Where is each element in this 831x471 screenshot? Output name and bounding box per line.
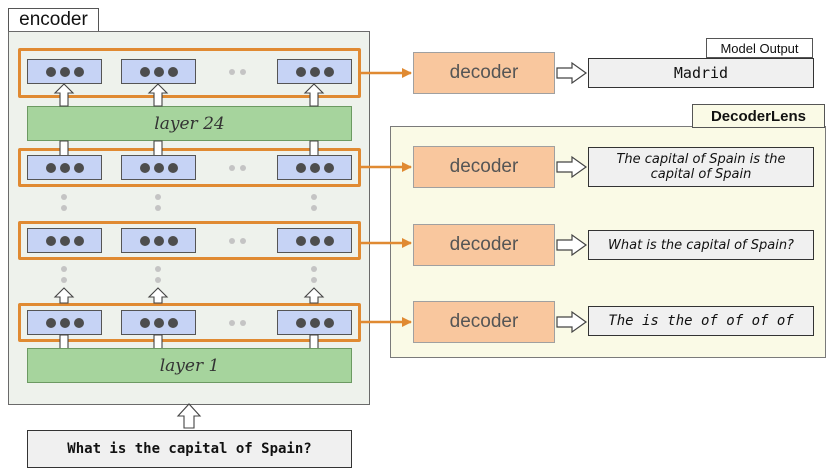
token-vector [121,155,196,180]
vertical-ellipsis [154,266,162,283]
lens-output-box-1: The capital of Spain is the capital of S… [588,147,814,187]
model-output-title: Model Output [706,38,813,58]
vertical-ellipsis [60,194,68,211]
hidden-state-row [18,221,361,260]
hidden-state-row [18,303,361,342]
vertical-ellipsis [310,194,318,211]
up-arrow [147,287,169,304]
vertical-ellipsis [60,266,68,283]
up-arrow [309,140,319,155]
ellipsis-dots [215,310,260,335]
up-arrow [303,287,325,304]
token-vector [27,59,102,84]
layer-1-block: layer 1 [27,348,352,383]
decoderlens-title: DecoderLens [692,104,825,128]
decoder-output-arrow [556,233,588,257]
token-vector [27,310,102,335]
decoder-block-main: decoder [413,52,555,94]
token-vector [27,228,102,253]
lens-output-box-3: The is the of of of of [588,306,814,336]
ellipsis-dots [215,228,260,253]
up-arrow [147,83,169,107]
encoder-title: encoder [8,8,99,32]
decoder-block-lens-2: decoder [413,224,555,266]
token-vector [121,310,196,335]
up-arrow [303,83,325,107]
decoder-output-arrow [556,155,588,179]
token-vector [27,155,102,180]
lens-output-box-2: What is the capital of Spain? [588,230,814,260]
vertical-ellipsis [154,194,162,211]
hidden-state-row [18,148,361,187]
decoder-output-arrow [556,310,588,334]
up-arrow [59,334,69,348]
token-vector [277,155,352,180]
up-arrow [153,140,163,155]
token-vector [277,228,352,253]
up-arrow [53,287,75,304]
input-prompt-box: What is the capital of Spain? [27,430,352,468]
token-vector [121,59,196,84]
decoder-block-lens-3: decoder [413,301,555,343]
hidden-state-row-top [18,48,361,98]
layer-24-block: layer 24 [27,106,352,141]
model-output-box: Madrid [588,58,814,88]
token-vector [277,310,352,335]
input-up-arrow [176,403,202,429]
vertical-ellipsis [310,266,318,283]
up-arrow [53,83,75,107]
token-vector [277,59,352,84]
decoder-output-arrow [556,61,588,85]
up-arrow [59,140,69,155]
ellipsis-dots [215,59,260,84]
ellipsis-dots [215,155,260,180]
up-arrow [153,334,163,348]
token-vector [121,228,196,253]
up-arrow [309,334,319,348]
decoder-block-lens-1: decoder [413,146,555,188]
